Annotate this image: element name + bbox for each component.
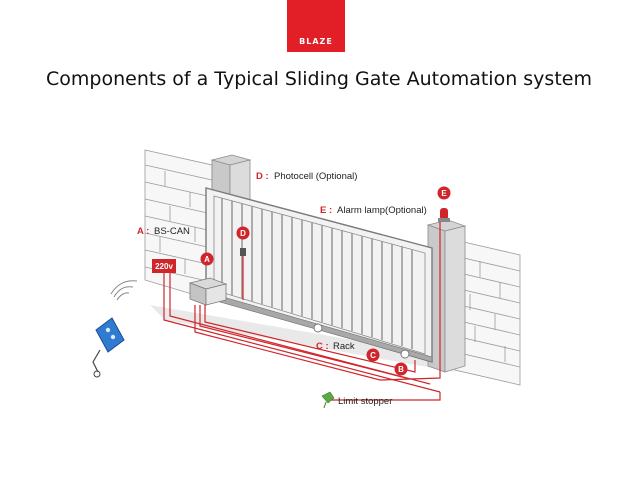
motor-unit bbox=[188, 277, 228, 306]
badge-d: D bbox=[236, 226, 250, 240]
alarm-lamp-label: E : Alarm lamp(Optional) bbox=[320, 205, 427, 216]
limit-stopper-icon bbox=[321, 391, 335, 409]
left-wall bbox=[144, 149, 213, 301]
svg-text:B: B bbox=[398, 365, 404, 374]
sliding-gate bbox=[205, 187, 433, 363]
photocell bbox=[240, 248, 246, 256]
photocell-label: D : Photocell (Optional) bbox=[256, 171, 357, 182]
svg-text:A :: A : bbox=[137, 226, 149, 237]
svg-text:C :: C : bbox=[316, 341, 329, 352]
svg-text:E :: E : bbox=[320, 205, 332, 216]
limit-stopper-label: Limit stopper bbox=[338, 396, 392, 407]
rack-label: C : Rack bbox=[316, 341, 355, 352]
svg-text:A: A bbox=[204, 255, 210, 264]
badge-b: B bbox=[394, 362, 408, 376]
logo-text: BLAZE bbox=[299, 37, 333, 46]
badge-a: A bbox=[200, 252, 214, 266]
svg-text:Alarm lamp(Optional): Alarm lamp(Optional) bbox=[337, 205, 427, 216]
control-box-label: 220v bbox=[155, 262, 173, 271]
svg-text:Limit stopper: Limit stopper bbox=[338, 396, 392, 407]
svg-text:BS-CAN: BS-CAN bbox=[154, 226, 190, 237]
motor-label: A : BS-CAN bbox=[137, 226, 190, 237]
svg-text:Rack: Rack bbox=[333, 341, 355, 352]
right-pillar bbox=[426, 219, 467, 373]
svg-text:Photocell (Optional): Photocell (Optional) bbox=[274, 171, 357, 182]
badge-c: C bbox=[366, 348, 380, 362]
wiring bbox=[163, 222, 441, 401]
signal-icon bbox=[110, 280, 138, 301]
svg-text:C: C bbox=[370, 351, 376, 360]
svg-text:D :: D : bbox=[256, 171, 269, 182]
svg-text:D: D bbox=[240, 229, 246, 238]
alarm-lamp bbox=[438, 208, 450, 222]
right-wall bbox=[454, 239, 521, 386]
control-box: 220v bbox=[152, 259, 176, 273]
page-title: Components of a Typical Sliding Gate Aut… bbox=[46, 68, 592, 90]
blaze-logo: BLAZE bbox=[287, 0, 345, 52]
svg-text:E: E bbox=[441, 189, 447, 198]
remote-control-icon bbox=[92, 317, 125, 378]
badge-e: E bbox=[437, 186, 451, 200]
